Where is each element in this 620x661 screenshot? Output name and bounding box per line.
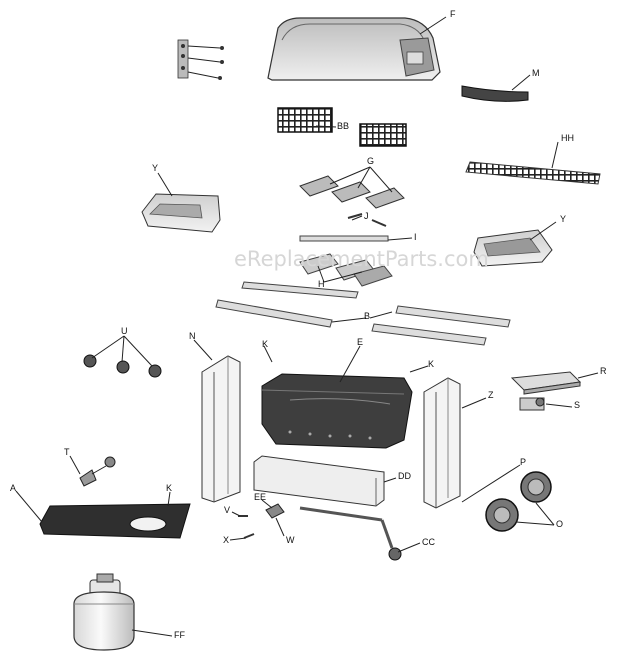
label-ee: EE <box>254 492 267 502</box>
left-side-shelf <box>141 193 221 233</box>
control-knobs <box>83 354 162 378</box>
regulator-valve <box>79 456 116 487</box>
lid-handle <box>461 85 529 102</box>
label-bb: BB <box>337 121 350 131</box>
label-p: P <box>520 457 527 467</box>
label-f: F <box>450 9 456 19</box>
warming-rack <box>465 161 601 185</box>
fasteners <box>238 515 255 539</box>
label-j: J <box>364 211 369 221</box>
small-parts <box>299 213 389 242</box>
label-v: V <box>224 505 231 515</box>
label-u: U <box>121 326 128 336</box>
label-g: G <box>367 156 375 166</box>
label-e: E <box>357 337 364 347</box>
label-y-left: Y <box>152 163 159 173</box>
label-k-right: K <box>428 359 435 369</box>
burners <box>299 253 393 287</box>
watermark: eReplacementParts.com <box>234 247 489 271</box>
firebox <box>261 373 413 449</box>
label-k-top: K <box>262 339 269 349</box>
label-k-bottom: K <box>166 483 173 493</box>
label-r: R <box>600 366 607 376</box>
label-w: W <box>286 535 295 545</box>
label-i: I <box>414 232 417 242</box>
right-leg-panel <box>423 377 461 509</box>
label-n: N <box>189 331 196 341</box>
label-h: H <box>318 279 325 289</box>
label-z: Z <box>488 390 494 400</box>
label-cc: CC <box>422 537 435 547</box>
leader-lines <box>15 16 599 637</box>
cooking-grates <box>277 107 407 147</box>
wheels <box>485 471 552 532</box>
label-dd: DD <box>398 471 411 481</box>
label-t: T <box>64 447 70 457</box>
label-x: X <box>223 535 230 545</box>
hardware-bag <box>177 39 224 80</box>
lid <box>267 17 441 81</box>
label-a: A <box>10 483 17 493</box>
igniter <box>265 503 285 519</box>
axle-assembly <box>299 506 402 561</box>
right-side-shelf <box>473 229 553 267</box>
label-b: B <box>364 311 371 321</box>
frame-rails <box>215 281 511 346</box>
label-ff: FF <box>174 630 185 640</box>
left-leg-panel <box>201 355 241 503</box>
propane-tank <box>73 573 135 651</box>
label-y-right: Y <box>560 214 567 224</box>
label-hh: HH <box>561 133 574 143</box>
side-burner <box>510 371 582 411</box>
bottom-shelf <box>39 503 191 539</box>
label-m: M <box>532 68 540 78</box>
label-s: S <box>574 400 581 410</box>
label-o: O <box>556 519 564 529</box>
heat-tents <box>299 175 405 209</box>
back-panel <box>253 455 385 507</box>
